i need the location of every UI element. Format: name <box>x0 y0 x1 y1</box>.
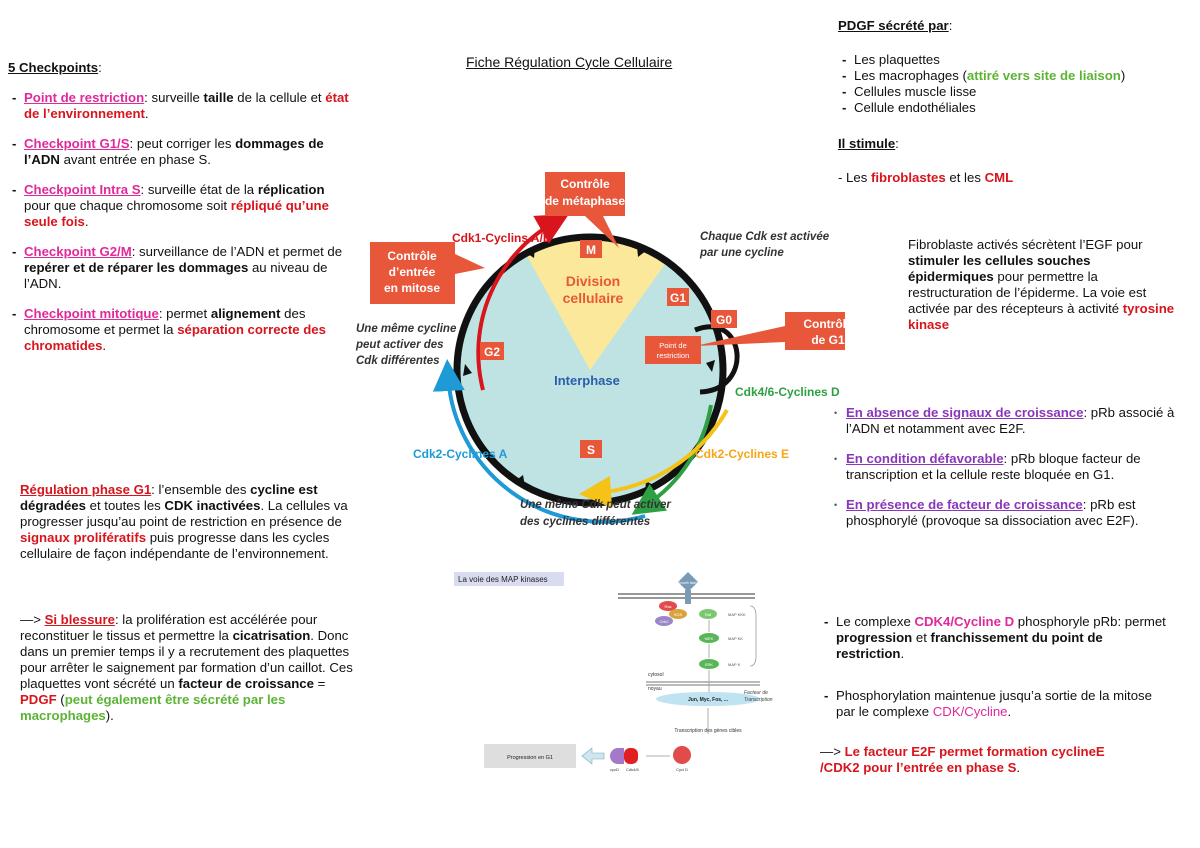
pdgf-title: PDGF sécrété par <box>838 18 949 33</box>
fibroblast-paragraph: Fibroblaste activés sécrètent l’EGF pour… <box>908 237 1175 332</box>
svg-text:Contrôle: Contrôle <box>560 177 610 191</box>
nucleus-label: noyau <box>648 686 662 692</box>
metaphase-box <box>545 172 625 248</box>
svg-text:cellulaire: cellulaire <box>563 290 624 306</box>
svg-text:Cdk4/6: Cdk4/6 <box>626 767 639 772</box>
svg-text:Facteur de: Facteur de <box>744 690 768 696</box>
note-top: Chaque Cdk est activée <box>700 231 830 243</box>
e2f-paragraph: —> Le facteur E2F permet formation cycli… <box>820 744 1105 775</box>
interphase-label: Interphase <box>554 373 620 388</box>
phospho-paragraph: Phosphorylation maintenue jusqu’a sortie… <box>820 688 1170 720</box>
checkpoint-item: Checkpoint mitotique: permet alignement … <box>8 306 353 354</box>
list-item: En absence de signaux de croissance: pRb… <box>830 405 1180 437</box>
svg-text:Growth factor: Growth factor <box>677 581 699 585</box>
phase-g2-label: G2 <box>484 345 500 359</box>
cdk2e-arc <box>579 409 729 508</box>
list-item: Cellules muscle lisse <box>838 84 1188 100</box>
stimulate-title: Il stimule <box>838 136 896 151</box>
svg-text:peut activer des: peut activer des <box>355 339 444 351</box>
svg-text:restriction: restriction <box>657 351 690 360</box>
svg-text:ERK: ERK <box>705 662 714 667</box>
cdk2a-arc <box>432 359 646 524</box>
svg-text:Cdk différentes: Cdk différentes <box>356 355 440 367</box>
phase-g0-label: G0 <box>716 313 732 327</box>
list-item: Les plaquettes <box>838 52 1188 68</box>
checkpoints-heading: 5 Checkpoints <box>8 60 99 75</box>
prb-section: En absence de signaux de croissance: pRb… <box>830 405 1180 529</box>
g1-regulation: Régulation phase G1: l’ensemble des cycl… <box>20 482 348 561</box>
checkpoint-item: Checkpoint Intra S: surveille état de la… <box>8 182 353 230</box>
phase-s-label: S <box>587 443 595 457</box>
cdk4-paragraph: Le complexe CDK4/Cycline D phosphoryle p… <box>820 614 1170 662</box>
svg-text:Transcription: Transcription <box>744 697 773 703</box>
phase-g1-label: G1 <box>670 291 686 305</box>
svg-text:de métaphase: de métaphase <box>545 194 625 208</box>
phase-m-label: M <box>586 243 596 257</box>
progression-box: Progression en G1 <box>507 755 553 761</box>
stimulate-targets: - Les fibroblastes et les CML <box>838 170 1014 185</box>
division-label: Division <box>566 273 620 289</box>
svg-text:MAP K: MAP K <box>728 662 741 667</box>
restriction-label: Point de <box>659 341 687 350</box>
cdk1-arc <box>476 214 569 391</box>
svg-text:Grb2: Grb2 <box>660 619 670 624</box>
svg-text:Ras: Ras <box>664 604 671 609</box>
checkpoint-item: Point de restriction: surveille taille d… <box>8 90 353 122</box>
pdgf-section: PDGF sécrété par: Les plaquettes Les mac… <box>838 18 1188 186</box>
cell-cycle-diagram: M G1 G0 S G2 Point de restriction Divisi… <box>355 172 845 528</box>
checkpoints-section: 5 Checkpoints: Point de restriction: sur… <box>8 60 353 368</box>
division-area <box>527 239 665 370</box>
svg-text:Contrôle: Contrôle <box>803 317 845 331</box>
map-title: La voie des MAP kinases <box>458 575 548 584</box>
checkpoint-item: Checkpoint G1/S: peut corriger les domma… <box>8 136 353 168</box>
cytosol-label: cytosol <box>648 672 664 678</box>
svg-text:en mitose: en mitose <box>384 281 440 295</box>
injury-paragraph: —> Si blessure: la prolifération est acc… <box>20 612 353 723</box>
mitose-box <box>370 242 485 304</box>
list-item: En présence de facteur de croissance: pR… <box>830 497 1180 529</box>
transcription-label: Transcription des gènes cibles <box>674 728 742 734</box>
cdk1-label: Cdk1-Cyclins A/B <box>452 231 552 245</box>
cdk46-label: Cdk4/6-Cyclines D <box>735 385 840 399</box>
list-item: Les macrophages (attiré vers site de lia… <box>838 68 1188 84</box>
svg-text:Raf: Raf <box>705 612 712 617</box>
svg-text:par une cycline: par une cycline <box>699 247 784 259</box>
svg-text:cycD: cycD <box>610 767 619 772</box>
map-kinase-diagram: La voie des MAP kinases Growth factor Ra… <box>454 572 773 772</box>
list-item: En condition défavorable: pRb bloque fac… <box>830 451 1180 483</box>
svg-text:MAP KK: MAP KK <box>728 636 743 641</box>
svg-text:d’entrée: d’entrée <box>389 265 436 279</box>
cdk2e-label: Cdk2-Cyclines E <box>695 447 789 461</box>
svg-text:Contrôle: Contrôle <box>387 249 437 263</box>
note-left: Une même cycline <box>356 323 457 335</box>
svg-text:des cyclines différentes: des cyclines différentes <box>520 516 650 528</box>
svg-text:MEK: MEK <box>705 636 714 641</box>
list-item: Cellule endothéliales <box>838 100 1188 116</box>
note-bottom: Une même Cdk peut activer <box>520 499 671 511</box>
svg-text:Cycl D: Cycl D <box>676 767 688 772</box>
svg-text:SOS: SOS <box>674 612 683 617</box>
receptor <box>678 572 698 592</box>
transcription-factors: Jun, Myc, Fos, ... <box>688 697 729 703</box>
g0-loop <box>694 324 740 395</box>
svg-text:MAP KKK: MAP KKK <box>728 612 746 617</box>
cdk2a-label: Cdk2-Cyclines A <box>413 447 508 461</box>
cdk46-arc <box>631 404 713 515</box>
svg-text:de G1: de G1 <box>811 333 845 347</box>
page-title: Fiche Régulation Cycle Cellulaire <box>466 54 673 70</box>
checkpoint-item: Checkpoint G2/M: surveillance de l’ADN e… <box>8 244 353 292</box>
g1-control-box <box>695 312 845 350</box>
